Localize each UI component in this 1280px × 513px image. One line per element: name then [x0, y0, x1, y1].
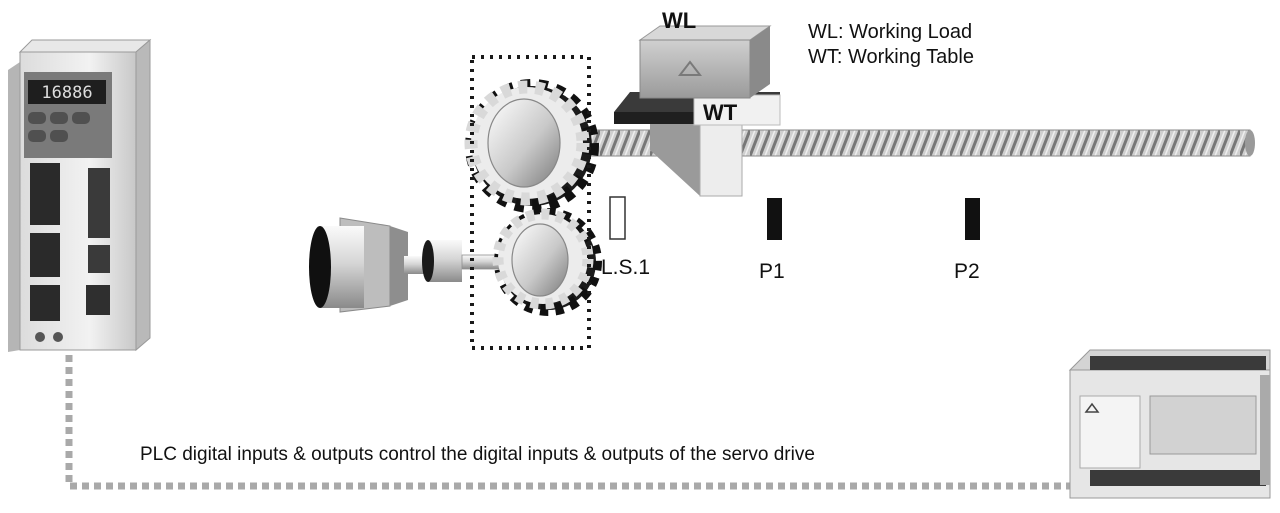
- label-working-table: WT: [703, 100, 737, 126]
- limit-switch-ls1: [610, 197, 625, 239]
- label-p1: P1: [759, 260, 785, 284]
- lower-gear: [498, 214, 596, 310]
- label-ls1: L.S.1: [601, 256, 650, 280]
- label-p2: P2: [954, 260, 980, 284]
- servo-drive: 16886: [8, 40, 150, 352]
- signal-link: [69, 355, 1072, 486]
- position-sensor-p1: [767, 198, 782, 240]
- drive-connector-power: [30, 163, 60, 225]
- drive-display-text: 16886: [41, 83, 92, 103]
- diagram-caption: PLC digital inputs & outputs control the…: [140, 444, 815, 466]
- legend-wt: WT: Working Table: [808, 45, 974, 70]
- drive-connector-regen: [30, 285, 60, 321]
- label-working-load: WL: [662, 8, 696, 34]
- drive-connector-motor: [30, 233, 60, 277]
- position-sensor-p2: [965, 198, 980, 240]
- upper-gear: [471, 86, 592, 206]
- legend-wl: WL: Working Load: [808, 20, 972, 45]
- working-load: [640, 26, 770, 98]
- drive-connector-cn1: [88, 168, 110, 238]
- plc-unit: [1070, 350, 1270, 498]
